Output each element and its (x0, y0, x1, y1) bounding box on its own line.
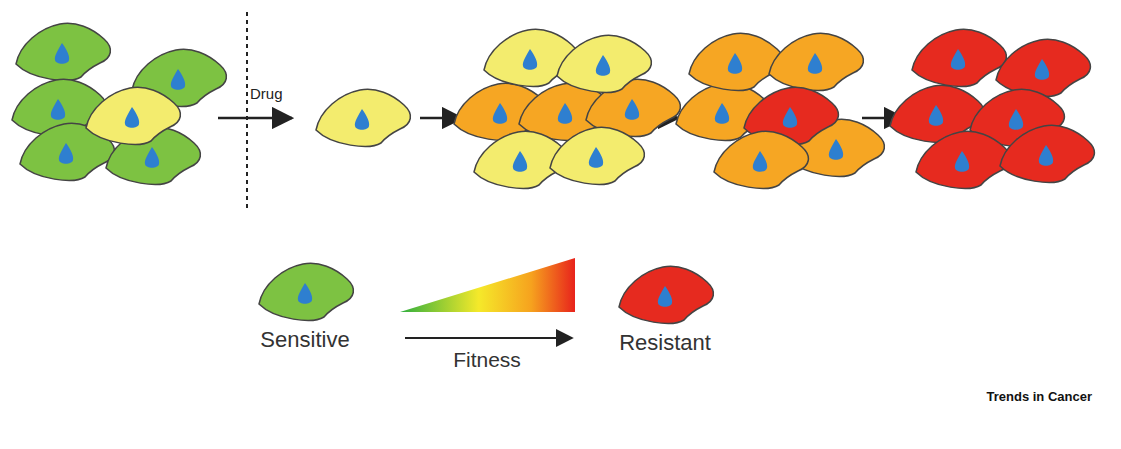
cell-body (16, 23, 110, 80)
cell-nucleus (1035, 59, 1049, 80)
journal-credit: Trends in Cancer (987, 390, 1092, 404)
cell (1000, 125, 1094, 182)
cell-body (316, 89, 410, 146)
cell-nucleus (298, 283, 312, 304)
legend-label: Resistant (619, 331, 711, 355)
cell (916, 131, 1010, 188)
cell (714, 131, 808, 188)
legend-cell-swatch (259, 263, 353, 320)
cell-nucleus (658, 286, 672, 307)
cell-nucleus (493, 103, 507, 124)
cell (86, 87, 180, 144)
legend-swatch-frame (610, 260, 720, 330)
cell (316, 89, 410, 146)
cell-nucleus (125, 107, 139, 128)
cell (912, 29, 1006, 86)
cell-body (86, 87, 180, 144)
cell (689, 33, 783, 90)
cell-nucleus (145, 147, 159, 168)
legend-swatch-frame (250, 257, 360, 327)
annotation-label: Fitness (453, 348, 521, 371)
cell-nucleus (951, 49, 965, 70)
cell-nucleus (829, 139, 843, 160)
cell-nucleus (1039, 145, 1053, 166)
cell-nucleus (51, 99, 65, 120)
cell-body (557, 35, 651, 92)
cell-body (689, 33, 783, 90)
cell-body (996, 39, 1090, 96)
cell-nucleus (523, 49, 537, 70)
cell-nucleus (596, 55, 610, 76)
fitness-arrow (405, 337, 572, 339)
treatment-divider (246, 12, 248, 212)
cell-nucleus (55, 43, 69, 64)
cell-nucleus (355, 109, 369, 130)
cell (769, 33, 863, 90)
cell-body (259, 263, 353, 320)
cell-nucleus (929, 105, 943, 126)
cell-nucleus (589, 147, 603, 168)
legend-cell-swatch (619, 266, 713, 323)
cell (557, 35, 651, 92)
cell-body (714, 131, 808, 188)
annotation-label: Drug (250, 86, 283, 103)
cell-nucleus (955, 151, 969, 172)
cell-body (912, 29, 1006, 86)
cell-nucleus (783, 107, 797, 128)
cell-body (769, 33, 863, 90)
cell-nucleus (715, 103, 729, 124)
cell (996, 39, 1090, 96)
cell-nucleus (753, 151, 767, 172)
fitness-gradient (400, 258, 575, 312)
cell-nucleus (513, 151, 527, 172)
legend-label: Sensitive (260, 328, 349, 352)
cell (16, 23, 110, 80)
cell-nucleus (558, 103, 572, 124)
cell-nucleus (171, 69, 185, 90)
cell-body (1000, 125, 1094, 182)
cell-body (916, 131, 1010, 188)
step-arrow (218, 117, 292, 120)
cell-nucleus (728, 53, 742, 74)
cell-nucleus (808, 53, 822, 74)
cell-body (619, 266, 713, 323)
cell-nucleus (625, 99, 639, 120)
cell-nucleus (59, 143, 73, 164)
cell (550, 127, 644, 184)
cell-nucleus (1009, 109, 1023, 130)
cell-body (550, 127, 644, 184)
